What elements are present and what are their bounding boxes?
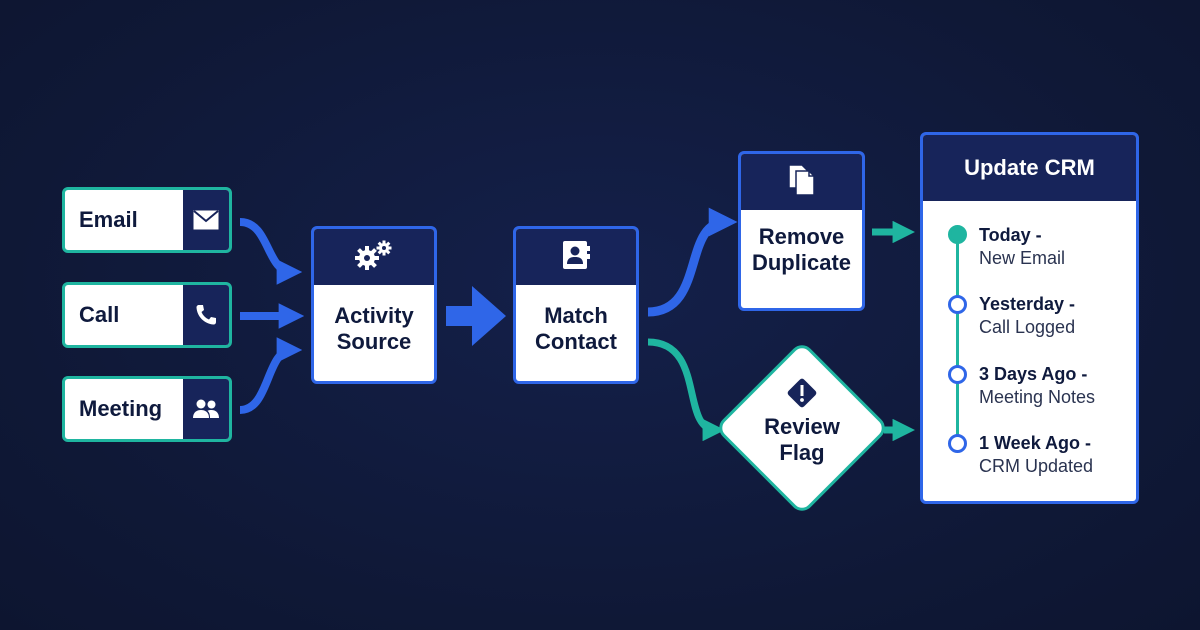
contact-card-icon: [559, 238, 593, 277]
source-email[interactable]: Email: [62, 187, 232, 253]
warning-icon: [787, 378, 817, 408]
timeline-when: 1 Week Ago -: [979, 433, 1092, 453]
timeline-line: [956, 233, 959, 443]
node-match-contact-header: [516, 229, 636, 285]
source-call-label: Call: [79, 302, 120, 327]
timeline-when: Today -: [979, 225, 1042, 245]
crm-panel: Update CRM Today - New Email Yesterday -…: [920, 132, 1139, 504]
node-review-flag-label: Review Flag: [764, 414, 840, 465]
timeline-what: Call Logged: [979, 317, 1076, 337]
node-remove-duplicate-label: Remove Duplicate: [751, 224, 852, 275]
phone-icon: [183, 285, 229, 345]
node-match-contact-label: Match Contact: [535, 303, 617, 354]
timeline-dot: [948, 295, 967, 314]
source-call[interactable]: Call: [62, 282, 232, 348]
node-activity-source-header: [314, 229, 434, 285]
timeline-what: CRM Updated: [979, 456, 1094, 476]
node-activity-source-label: Activity Source: [334, 303, 414, 354]
arrow-meeting-to-activity: [239, 337, 303, 414]
source-email-label: Email: [79, 207, 138, 232]
timeline-when: Yesterday -: [979, 294, 1076, 314]
crm-title: Update CRM: [923, 135, 1136, 201]
timeline-what: Meeting Notes: [979, 387, 1096, 407]
timeline-dot-active: [948, 225, 967, 244]
node-remove-duplicate[interactable]: Remove Duplicate: [738, 151, 865, 311]
timeline-dot: [948, 365, 967, 384]
timeline-dot: [948, 434, 967, 453]
node-remove-duplicate-header: [741, 154, 862, 210]
duplicate-files-icon: [785, 162, 819, 203]
node-activity-source[interactable]: Activity Source: [311, 226, 437, 384]
timeline-when: 3 Days Ago -: [979, 364, 1088, 384]
node-match-contact[interactable]: Match Contact: [513, 226, 639, 384]
people-icon: [183, 379, 229, 439]
source-meeting[interactable]: Meeting: [62, 376, 232, 442]
gears-icon: [353, 238, 395, 277]
source-meeting-label: Meeting: [79, 396, 163, 421]
arrow-match-to-remove: [647, 207, 738, 317]
arrow-activity-to-match: [446, 286, 506, 346]
arrow-email-to-activity: [239, 218, 303, 285]
timeline-what: New Email: [979, 248, 1066, 268]
arrow-match-to-review: [647, 338, 725, 442]
envelope-icon: [183, 190, 229, 250]
